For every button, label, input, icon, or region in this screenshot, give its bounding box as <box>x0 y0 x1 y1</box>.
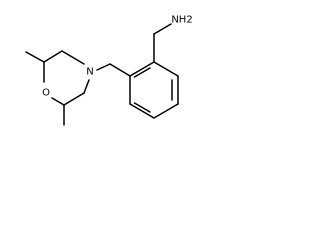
bond <box>153 103 179 119</box>
bond <box>51 97 65 106</box>
bond <box>109 63 131 77</box>
bond <box>153 23 172 35</box>
methyl-bond <box>25 51 45 63</box>
bond <box>63 92 85 106</box>
amine-label: NH2 <box>171 15 192 26</box>
structure-canvas: NH2 N O <box>0 0 222 153</box>
bond <box>61 50 85 65</box>
ring-nitrogen-label: N <box>86 67 93 78</box>
bond <box>96 63 111 71</box>
bond <box>83 79 90 94</box>
methyl-groups <box>25 51 65 126</box>
atom-labels: NH2 N O <box>42 15 193 99</box>
molecule-diagram: NH2 N O <box>25 15 193 126</box>
morpholine-ring <box>43 50 90 106</box>
bond <box>43 50 63 63</box>
benzyl-linker <box>96 63 131 77</box>
aminomethyl-group <box>153 23 172 63</box>
double-bond <box>133 102 151 113</box>
ring-oxygen-label: O <box>42 88 50 99</box>
benzene-ring <box>129 61 179 119</box>
bond <box>129 103 155 119</box>
double-bond <box>133 67 151 78</box>
bond <box>129 61 155 77</box>
bond <box>153 61 179 77</box>
